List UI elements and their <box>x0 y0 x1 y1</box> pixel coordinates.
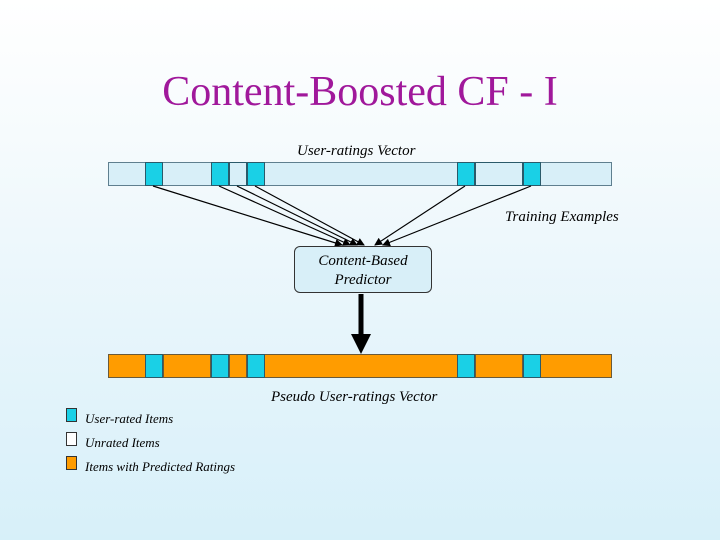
unrated-cell <box>475 162 523 186</box>
legend-label-rated: User-rated Items <box>85 411 174 426</box>
arrow-line <box>218 185 351 246</box>
rated-cell <box>145 162 163 186</box>
predicted-cell <box>229 354 247 378</box>
legend-label-unrated: Unrated Items <box>85 435 160 450</box>
pseudo-user-ratings-vector <box>108 354 612 378</box>
arrow-line <box>236 185 358 246</box>
pseudo-vector-label: Pseudo User-ratings Vector <box>271 389 438 405</box>
rated-cell <box>211 354 229 378</box>
predictor-line1: Content-Based <box>318 253 408 269</box>
rated-cell <box>145 354 163 378</box>
rated-cell <box>247 354 265 378</box>
content-based-predictor-box: Content-Based Predictor <box>294 246 432 293</box>
unrated-cell <box>229 162 247 186</box>
legend-swatch-rated <box>66 408 77 422</box>
arrow-line <box>152 185 343 247</box>
legend-swatch-predicted <box>66 456 77 470</box>
rated-cell <box>211 162 229 186</box>
predicted-cell <box>163 354 211 378</box>
rated-cell <box>523 354 541 378</box>
user-ratings-vector <box>108 162 612 186</box>
slide-title: Content-Boosted CF - I <box>162 69 558 115</box>
arrow-line <box>374 185 466 246</box>
arrow-line <box>382 185 532 247</box>
user-ratings-vector-label: User-ratings Vector <box>297 143 416 159</box>
legend-swatch-unrated <box>66 432 77 446</box>
rated-cell <box>247 162 265 186</box>
training-examples-label: Training Examples <box>505 209 619 225</box>
rated-cell <box>457 354 475 378</box>
predictor-line2: Predictor <box>334 272 392 288</box>
predicted-cell <box>475 354 523 378</box>
output-arrow-head <box>351 334 371 354</box>
rated-cell <box>523 162 541 186</box>
rated-cell <box>457 162 475 186</box>
legend-label-predicted: Items with Predicted Ratings <box>85 459 236 474</box>
arrow-line <box>254 185 365 246</box>
